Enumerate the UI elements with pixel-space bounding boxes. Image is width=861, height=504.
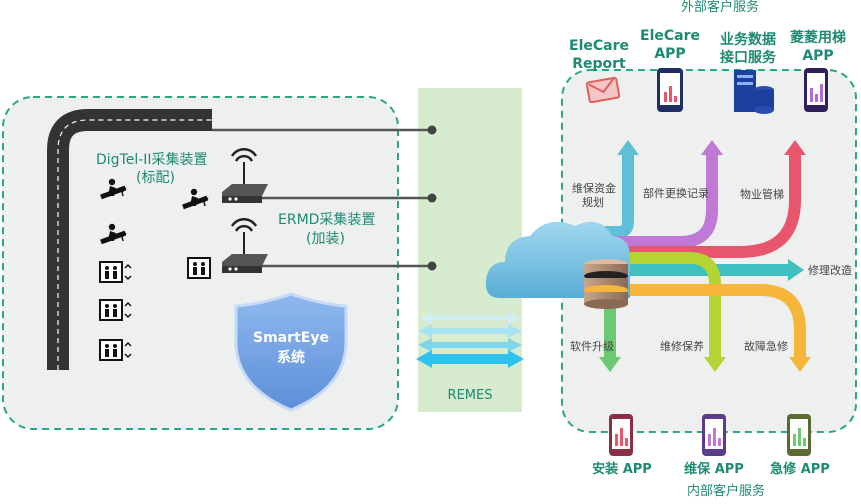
phone-app-icon — [702, 414, 726, 456]
phone-app-icon — [609, 414, 633, 456]
shield-subtitle: 系统 — [277, 350, 305, 366]
phone-app-icon — [804, 68, 828, 112]
database-icon — [584, 259, 628, 309]
service-elecare-report-line1: EleCare — [569, 38, 629, 54]
app-label-maintenance: 维保 APP — [684, 462, 744, 477]
digtel-sub-label: (标配) — [136, 170, 175, 186]
remes-label: REMES — [447, 388, 493, 403]
service-data-api-line1: 业务数据 — [720, 32, 776, 48]
service-elecare-app-line2: APP — [654, 46, 686, 62]
service-elecare-report-line2: Report — [572, 56, 626, 72]
phone-app-icon — [787, 414, 811, 456]
flow-label-parts-record: 部件更换记录 — [643, 187, 709, 200]
flow-label-maintenance-fund: 维保资金 — [572, 182, 616, 195]
escalator-icon — [100, 223, 127, 245]
service-data-api-line2: 接口服务 — [720, 50, 776, 66]
smarteye-shield — [234, 292, 348, 412]
ermd-device-icon — [222, 147, 268, 203]
flow-arrows — [596, 152, 806, 360]
app-label-install: 安装 APP — [592, 462, 652, 477]
shield-title: SmartEye — [253, 330, 329, 346]
escalator-icon — [100, 178, 127, 200]
ermd-sub-label: (加装) — [306, 231, 345, 247]
elevator-icon — [99, 339, 132, 361]
flow-label-repair-improve: 修理改造 — [808, 264, 852, 277]
connection-dots — [427, 125, 437, 271]
flow-label-maintenance: 维修保养 — [660, 340, 704, 353]
internal-services-title: 内部客户服务 — [686, 484, 765, 499]
connection-lines — [212, 128, 432, 268]
service-elecare-app-line1: EleCare — [640, 28, 700, 44]
flow-label-property-mgmt: 物业管梯 — [740, 188, 784, 201]
ermd-device-icon — [222, 217, 268, 273]
email-icon — [585, 76, 621, 104]
elevator-icon — [99, 261, 132, 283]
data-rail-centerline — [57, 119, 212, 370]
service-lingling-app-line2: APP — [802, 48, 834, 64]
service-lingling-app-line1: 菱菱用梯 — [790, 30, 846, 46]
remes-arrows — [416, 312, 524, 368]
elevator-icon — [187, 257, 211, 279]
elevator-icon — [99, 299, 132, 321]
external-services-title: 外部客户服务 — [680, 0, 759, 15]
flow-label-emergency-repair: 故障急修 — [744, 340, 788, 353]
digtel-label: DigTel-II采集装置 — [96, 152, 208, 168]
escalator-icon — [182, 188, 209, 210]
ermd-label: ERMD采集装置 — [278, 212, 376, 228]
flow-arrow-heads — [599, 140, 811, 372]
flow-label-software-upgrade: 软件升级 — [570, 340, 614, 353]
server-icon — [734, 70, 774, 114]
app-label-emergency: 急修 APP — [770, 462, 830, 477]
phone-app-icon — [657, 68, 683, 112]
flow-label-maintenance-fund-2: 规划 — [582, 196, 604, 209]
